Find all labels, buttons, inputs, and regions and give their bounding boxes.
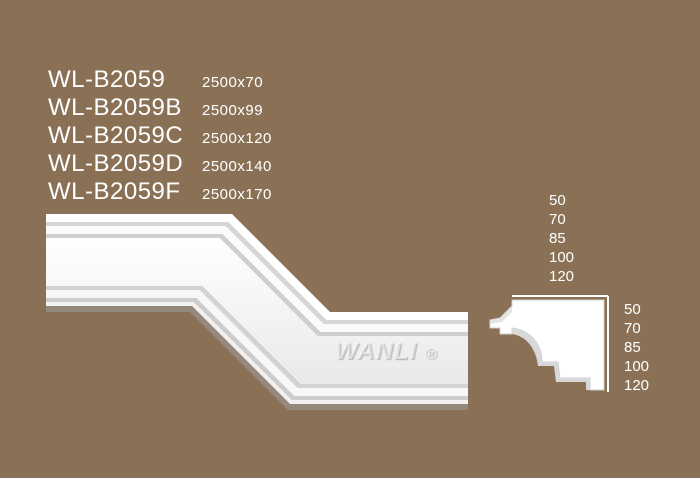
dimension-value: 70 [624, 320, 641, 337]
model-size: 2500x170 [202, 186, 272, 203]
model-code: WL-B2059F [48, 178, 181, 205]
model-row: WL-B2059C 2500x120 [48, 122, 272, 150]
registered-mark: ® [425, 346, 438, 363]
molding-strip [46, 214, 468, 410]
dimension-value: 85 [549, 230, 566, 247]
dimension-value: 120 [624, 377, 650, 394]
model-size: 2500x99 [202, 102, 264, 119]
model-row: WL-B2059D 2500x140 [48, 150, 272, 178]
model-size: 2500x140 [202, 158, 272, 175]
profile-width-dimensions: 50 70 85 100 120 [549, 191, 574, 286]
model-code: WL-B2059 [48, 66, 166, 93]
model-code: WL-B2059D [48, 150, 184, 177]
dimension-value: 100 [624, 358, 650, 375]
model-list: WL-B2059 2500x70 WL-B2059B 2500x99 WL-B2… [48, 66, 272, 206]
model-code: WL-B2059B [48, 94, 182, 121]
dimension-value: 70 [549, 211, 566, 228]
model-size: 2500x70 [202, 74, 264, 91]
dimension-value: 50 [549, 192, 566, 209]
model-row: WL-B2059F 2500x170 [48, 178, 272, 206]
watermark-logo: WANLI ® [335, 338, 438, 366]
dimension-value: 85 [624, 339, 641, 356]
model-size: 2500x120 [202, 130, 272, 147]
profile-height-dimensions: 50 70 85 100 120 [624, 300, 649, 395]
dimension-value: 100 [549, 249, 575, 266]
model-row: WL-B2059B 2500x99 [48, 94, 272, 122]
model-code: WL-B2059C [48, 122, 184, 149]
watermark-text: WANLI [335, 338, 418, 365]
dimension-value: 50 [624, 301, 641, 318]
profile-section [489, 295, 609, 392]
dimension-value: 120 [549, 268, 575, 285]
model-row: WL-B2059 2500x70 [48, 66, 272, 94]
